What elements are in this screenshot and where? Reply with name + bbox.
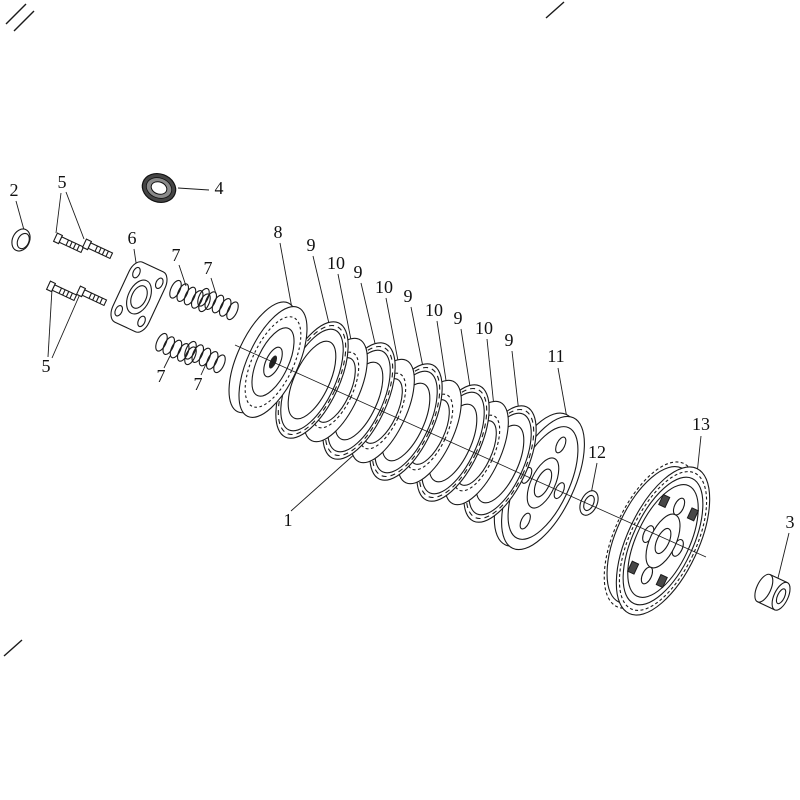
callout-part-7-a: 7	[171, 245, 181, 265]
callout-part-3: 3	[785, 512, 795, 532]
callout-part-7-c: 7	[156, 366, 166, 386]
part-7-spring	[169, 279, 211, 313]
callout-part-10-1: 10	[327, 253, 345, 273]
callout-part-13: 13	[692, 414, 710, 434]
callout-part-9-3: 9	[403, 286, 413, 306]
part-12-lock-washer	[579, 490, 599, 516]
callout-part-9-4: 9	[453, 308, 463, 328]
callout-part-10-4: 10	[475, 318, 493, 338]
part-5-bolt	[52, 232, 85, 254]
part-5-bolt	[45, 280, 78, 302]
callout-part-7-d: 7	[193, 374, 203, 394]
part-2-washer	[11, 228, 31, 252]
callout-part-7-b: 7	[203, 258, 213, 278]
callout-part-10-3: 10	[425, 300, 443, 320]
callout-part-9-5: 9	[504, 330, 514, 350]
registration-marks	[3, 1, 565, 657]
part-3-bushing	[754, 573, 791, 611]
callout-part-6: 6	[127, 228, 137, 248]
part-7-spring	[184, 340, 226, 374]
part-6-lifter-plate	[107, 259, 171, 336]
leader-lines	[15, 187, 790, 579]
part-5-bolt	[75, 285, 108, 307]
callout-part-5-top: 5	[57, 172, 67, 192]
part-13-clutch-basket	[603, 461, 711, 616]
callout-part-8: 8	[273, 222, 283, 242]
part-7-spring	[155, 332, 197, 366]
part-7-spring	[197, 287, 239, 321]
callout-part-9-2: 9	[353, 262, 363, 282]
callout-part-1: 1	[283, 510, 293, 530]
part-11-pressure-plate	[493, 412, 585, 551]
part-4-oil-seal	[141, 173, 177, 203]
callout-part-2: 2	[9, 180, 19, 200]
callout-part-10-2: 10	[375, 277, 393, 297]
part-5-bolt	[81, 238, 114, 260]
callout-part-11: 11	[547, 346, 565, 366]
callout-part-9-1: 9	[306, 235, 316, 255]
callout-part-4: 4	[214, 178, 224, 198]
assembly-centerline	[234, 344, 707, 558]
callout-part-12: 12	[588, 442, 606, 462]
callout-part-5-bottom: 5	[41, 356, 51, 376]
